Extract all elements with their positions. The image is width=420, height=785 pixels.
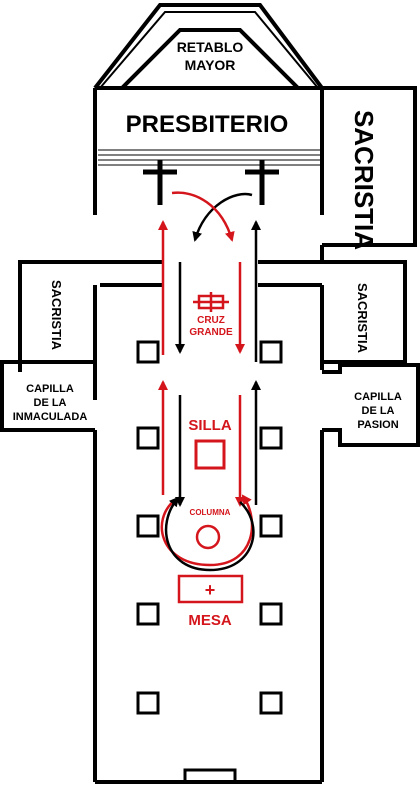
left-crossing-wall bbox=[95, 260, 162, 287]
pillar bbox=[136, 426, 160, 450]
black-arc-arrow bbox=[192, 192, 253, 242]
pillar bbox=[136, 691, 160, 715]
capilla-left-label: CAPILLA DE LA INMACULADA bbox=[13, 383, 88, 423]
mesa-label: MESA bbox=[188, 612, 232, 629]
pillar bbox=[259, 426, 283, 450]
retablo-line1: RETABLO bbox=[177, 39, 244, 55]
black-loop-arrow bbox=[164, 496, 255, 572]
capilla-right-label: CAPILLA DE LA PASION bbox=[354, 391, 402, 431]
right-crossing-wall bbox=[258, 260, 322, 287]
capilla-right-line1: CAPILLA bbox=[354, 391, 402, 403]
capilla-left-line2: DE LA bbox=[34, 397, 67, 409]
pillar bbox=[259, 514, 283, 538]
silla-label: SILLA bbox=[188, 417, 231, 434]
capilla-left-room bbox=[0, 360, 95, 432]
cruz-label-line2: GRANDE bbox=[189, 327, 233, 338]
columna-label: COLUMNA bbox=[190, 508, 231, 517]
pillar bbox=[136, 340, 160, 364]
capilla-left-line1: CAPILLA bbox=[26, 383, 74, 395]
pillar bbox=[259, 691, 283, 715]
presbiterio-steps bbox=[98, 149, 320, 166]
mesa-cross-symbol: + bbox=[205, 580, 216, 600]
columna-icon bbox=[195, 524, 221, 550]
capilla-right-room bbox=[322, 363, 420, 447]
capilla-left-connector bbox=[18, 362, 97, 400]
cruz-label-line1: CRUZ bbox=[197, 315, 225, 326]
red-arc-arrow bbox=[171, 191, 235, 242]
apse-outer-wall bbox=[93, 3, 324, 90]
cross-icon bbox=[143, 160, 177, 205]
sacristia-right-label: SACRISTIA bbox=[355, 283, 370, 354]
retablo-inner-box bbox=[120, 28, 300, 90]
apse-inner-wall bbox=[99, 11, 319, 89]
sacristia-large-label: SACRISTIA bbox=[349, 110, 379, 250]
mesa-icon bbox=[177, 574, 244, 604]
silla-icon bbox=[194, 439, 226, 470]
pillar bbox=[136, 602, 160, 626]
capilla-left-line3: INMACULADA bbox=[13, 411, 88, 423]
presbiterio-label: PRESBITERIO bbox=[126, 111, 289, 138]
cruz-grande-icon bbox=[193, 292, 229, 312]
capilla-right-line3: PASION bbox=[357, 419, 398, 431]
retablo-label: RETABLO MAYOR bbox=[177, 39, 244, 73]
sacristia-large-room bbox=[322, 86, 417, 247]
sacristia-left-label: SACRISTIA bbox=[49, 280, 64, 351]
retablo-line2: MAYOR bbox=[185, 57, 236, 73]
capilla-right-line2: DE LA bbox=[362, 405, 395, 417]
cross-icon bbox=[245, 160, 279, 205]
pillar bbox=[136, 514, 160, 538]
walls bbox=[0, 3, 420, 784]
main-door bbox=[183, 768, 237, 782]
pillars bbox=[136, 340, 283, 715]
sacristia-right-room bbox=[320, 260, 407, 364]
procession-arrows bbox=[158, 191, 261, 572]
pillar bbox=[259, 602, 283, 626]
pillar bbox=[259, 340, 283, 364]
